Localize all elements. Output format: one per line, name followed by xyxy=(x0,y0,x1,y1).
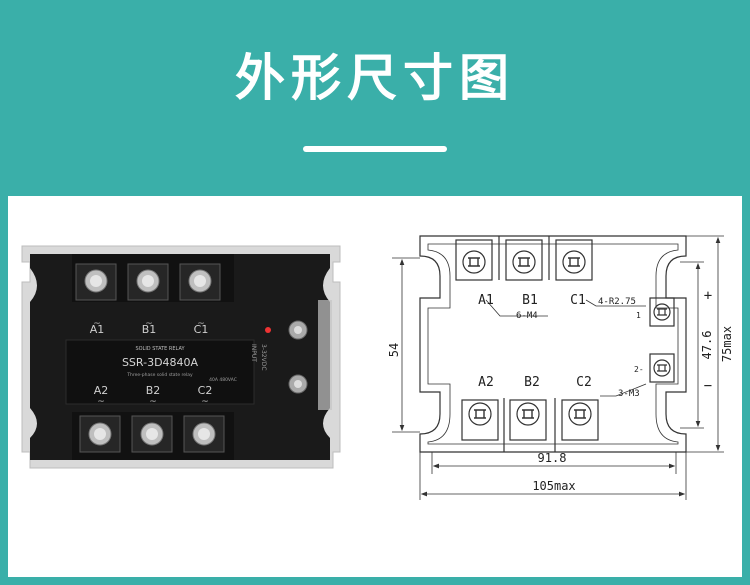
dim-47-6: 47.6 xyxy=(700,331,714,360)
photo-header-text: SOLID STATE RELAY xyxy=(135,346,185,352)
drawing-label-c1: C1 xyxy=(570,293,586,308)
drawing-pin-2: 2- xyxy=(634,365,644,374)
photo-label-plate xyxy=(65,339,255,405)
drawing-label-b1: B1 xyxy=(522,293,538,308)
frame-right xyxy=(742,196,750,585)
drawing-inner-outline xyxy=(427,243,679,445)
input-minus-sign: − xyxy=(704,378,712,394)
input-plus-sign: + xyxy=(704,288,712,304)
photo-rating: 40A 480VAC xyxy=(209,377,237,383)
drawing-terminal-c2 xyxy=(561,399,599,441)
drawing-terminal-b2 xyxy=(509,399,547,441)
header-banner xyxy=(0,0,750,196)
title-underline xyxy=(303,146,447,152)
drawing-terminal-a2 xyxy=(461,399,499,441)
photo-tilde: ~ xyxy=(197,319,205,329)
page-title: 外形尺寸图 xyxy=(235,49,515,107)
content-canvas: ~ ~ ~ A1 B1 C1 SOLID STATE RELAY SSR-3D4… xyxy=(21,235,734,500)
photo-label-c2: C2 xyxy=(198,384,213,397)
drawing-input-2 xyxy=(649,353,675,383)
drawing-pin-1: 1 xyxy=(636,311,641,320)
photo-subtitle: Three-phase solid state relay xyxy=(126,372,193,378)
photo-tilde: ~ xyxy=(97,397,105,407)
photo-tilde: ~ xyxy=(201,397,209,407)
drawing-terminal-b1 xyxy=(505,239,543,281)
drawing-labels: A1 B1 C1 6-M4 4-R2.75 1 2- 3-M3 A2 B2 C2… xyxy=(387,288,734,493)
photo-label-b1: B1 xyxy=(142,323,157,336)
dimension-drawing xyxy=(392,235,724,500)
relay-terminals-top xyxy=(72,254,234,302)
photo-label-c1: C1 xyxy=(194,323,209,336)
drawing-terminal-a1 xyxy=(455,239,493,281)
relay-photo: ~ ~ ~ A1 B1 C1 SOLID STATE RELAY SSR-3D4… xyxy=(21,245,341,469)
relay-terminals-bottom xyxy=(72,412,234,460)
photo-led xyxy=(265,327,271,333)
dim-91-8: 91.8 xyxy=(538,451,567,465)
drawing-label-b2: B2 xyxy=(524,375,540,390)
photo-tilde: ~ xyxy=(149,397,157,407)
drawing-screw-top: 6-M4 xyxy=(516,311,538,321)
photo-input-label: INPUT xyxy=(250,344,257,362)
drawing-screw-side: 3-M3 xyxy=(618,389,640,399)
drawing-label-a2: A2 xyxy=(478,375,494,390)
photo-input-voltage: 3-32VDC xyxy=(260,344,267,371)
photo-label-a1: A1 xyxy=(90,323,105,336)
photo-tilde: ~ xyxy=(145,319,153,329)
dim-105max: 105max xyxy=(532,479,575,493)
drawing-corner-radius: 4-R2.75 xyxy=(598,297,636,307)
drawing-label-c2: C2 xyxy=(576,375,592,390)
dim-75max: 75max xyxy=(720,326,734,362)
frame-left xyxy=(0,196,8,585)
content-panel: ~ ~ ~ A1 B1 C1 SOLID STATE RELAY SSR-3D4… xyxy=(8,196,742,577)
cover-shine xyxy=(318,300,332,410)
photo-label-b2: B2 xyxy=(146,384,161,397)
frame-bottom xyxy=(0,577,750,585)
drawing-input-1 xyxy=(649,297,675,327)
drawing-label-a1: A1 xyxy=(478,293,494,308)
photo-model: SSR-3D4840A xyxy=(122,356,199,369)
photo-label-a2: A2 xyxy=(94,384,109,397)
dim-54: 54 xyxy=(387,343,401,357)
photo-tilde: ~ xyxy=(93,319,101,329)
drawing-outline xyxy=(419,235,687,453)
drawing-terminal-c1 xyxy=(555,239,593,281)
